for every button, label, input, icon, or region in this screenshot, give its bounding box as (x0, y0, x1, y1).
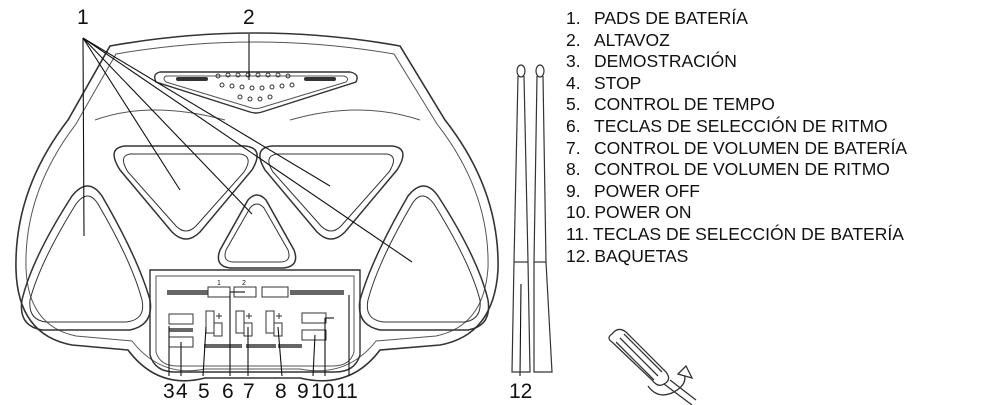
callout-6: 6 (222, 380, 234, 403)
legend-number: 8. (566, 159, 581, 180)
legend-item: 4. STOP (566, 73, 996, 95)
speaker-grille (153, 71, 358, 114)
rhythm-select-key-1[interactable] (207, 286, 231, 298)
rhythm-volume-bar (278, 344, 302, 348)
drum-bar-right (290, 290, 344, 295)
right-wing-ridge (289, 109, 421, 121)
callout-8: 8 (275, 380, 287, 403)
pad-left[interactable] (113, 145, 258, 240)
legend-item: 1. PADS DE BATERÍA (566, 8, 996, 30)
control-panel (149, 269, 361, 373)
legend-number: 10. (566, 202, 591, 223)
pad-left-inner (123, 153, 249, 232)
callout-4: 4 (176, 380, 188, 403)
drum-select-key[interactable] (261, 286, 289, 298)
drum-pads (20, 145, 490, 331)
rotation-arrow-icon (647, 364, 694, 396)
legend-number: 5. (566, 94, 581, 115)
callout-9: 9 (297, 380, 309, 403)
drum-kit-diagram: 1 2 1 2 3 4 5 6 7 8 9 10 11 12 (15, 6, 553, 403)
legend-label: TECLAS DE SELECCIÓN DE RITMO (594, 115, 888, 136)
legend-item: 5. CONTROL DE TEMPO (566, 94, 996, 116)
pad-center-inner (224, 203, 290, 263)
panel-label-2: 2 (242, 280, 246, 287)
legend-label: POWER ON (594, 202, 692, 223)
pad-right-inner (268, 153, 394, 232)
pad-far-right[interactable] (358, 185, 490, 331)
pad-far-left-inner (29, 195, 144, 323)
legend-item: 2. ALTAVOZ (566, 30, 996, 52)
callout-1: 1 (77, 6, 89, 29)
legend-list: 1. PADS DE BATERÍA 2. ALTAVOZ 3. DEMOSTRACI… (566, 8, 996, 267)
legend-number: 9. (566, 180, 581, 201)
callout-10: 10 (311, 380, 334, 403)
demo-button[interactable] (168, 313, 194, 325)
callout-2: 2 (243, 6, 255, 29)
legend-number: 3. (566, 51, 581, 72)
callout-3: 3 (163, 380, 175, 403)
legend-number: 6. (566, 115, 581, 136)
legend-label: TECLAS DE SELECCIÓN DE BATERÍA (593, 223, 904, 244)
legend-number: 12. (566, 245, 591, 266)
legend-item: 6. TECLAS DE SELECCIÓN DE RITMO (566, 116, 996, 138)
legend-item: 8. CONTROL DE VOLUMEN DE RITMO (566, 159, 996, 181)
drum-body-inner-outline (25, 41, 489, 372)
leader-lines (82, 34, 522, 377)
legend-item: 9. POWER OFF (566, 181, 996, 203)
legend-number: 4. (566, 72, 581, 93)
legend-item: 3. DEMOSTRACIÓN (566, 51, 996, 73)
tempo-bar (204, 344, 242, 348)
drum-body-outline (15, 32, 499, 382)
drum-volume-bar (246, 344, 276, 348)
pad-far-right-inner (366, 195, 481, 323)
legend-item: 11.TECLAS DE SELECCIÓN DE BATERÍA (566, 224, 996, 246)
legend-number: 1. (566, 8, 581, 28)
callout-12: 12 (509, 380, 532, 403)
legend-label: POWER OFF (594, 180, 700, 201)
legend-item: 10.POWER ON (566, 202, 996, 224)
drumsticks (511, 64, 553, 373)
callout-5: 5 (198, 380, 210, 403)
pad-far-left[interactable] (20, 185, 152, 331)
legend-label: CONTROL DE TEMPO (594, 94, 775, 115)
legend-label: DEMOSTRACIÓN (594, 51, 737, 72)
rhythm-volume-slider[interactable] (265, 310, 283, 337)
legend-number: 2. (566, 29, 581, 50)
callout-7: 7 (243, 380, 255, 403)
legend-label: STOP (594, 72, 642, 93)
panel-label-1: 1 (217, 280, 221, 287)
legend-label: ALTAVOZ (594, 29, 670, 50)
legend-label: CONTROL DE VOLUMEN DE RITMO (594, 159, 890, 180)
demo-bar (169, 328, 193, 332)
pad-center[interactable] (217, 194, 297, 269)
legend-number: 11. (566, 223, 590, 244)
legend-label: BAQUETAS (594, 245, 689, 266)
tempo-slider[interactable] (205, 310, 223, 337)
screwdriver-illustration (608, 328, 697, 405)
legend-item: 12.BAQUETAS (566, 246, 996, 268)
legend-label: CONTROL DE VOLUMEN DE BATERÍA (594, 137, 908, 158)
pad-right[interactable] (259, 145, 404, 240)
power-off-button[interactable] (301, 329, 327, 341)
left-wing-ridge (94, 109, 226, 121)
screwdriver-icon (608, 328, 697, 405)
drum-volume-slider[interactable] (235, 310, 253, 337)
legend-number: 7. (566, 137, 581, 158)
callout-11: 11 (336, 380, 358, 403)
legend-item: 7. CONTROL DE VOLUMEN DE BATERÍA (566, 138, 996, 160)
legend-label: PADS DE BATERÍA (594, 8, 748, 28)
power-on-button[interactable] (301, 312, 327, 324)
rhythm-bar-left (167, 290, 209, 295)
